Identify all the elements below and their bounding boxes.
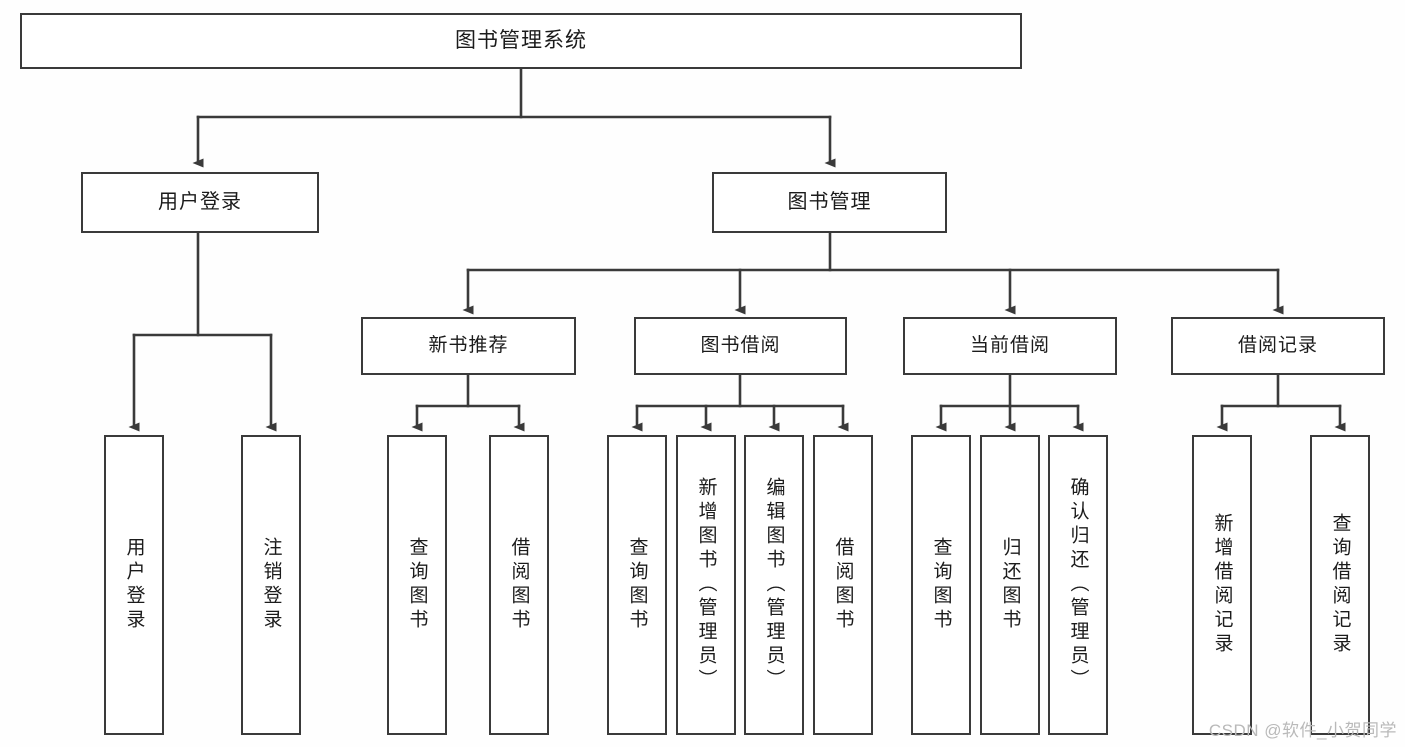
leaf-new-book-query-book[interactable]: 查询图书 [387, 435, 447, 735]
leaf-book-borrow-query-book[interactable]: 查询图书 [607, 435, 667, 735]
node-current-borrow[interactable]: 当前借阅 [903, 317, 1117, 375]
node-label: 新增借阅记录 [1211, 513, 1233, 657]
node-new-book-recommend[interactable]: 新书推荐 [361, 317, 576, 375]
node-label: 借阅图书 [832, 537, 854, 633]
node-label: 查询图书 [406, 537, 428, 633]
node-label: 新书推荐 [428, 335, 509, 357]
node-label: 图书借阅 [700, 335, 781, 357]
node-label: 借阅记录 [1237, 335, 1318, 357]
node-label: 编辑图书（管理员） [763, 477, 785, 693]
leaf-book-borrow-borrow-book[interactable]: 借阅图书 [813, 435, 873, 735]
node-label: 归还图书 [999, 537, 1021, 633]
node-book-borrow[interactable]: 图书借阅 [634, 317, 847, 375]
node-label: 用户登录 [123, 537, 145, 633]
leaf-book-borrow-edit-book-admin[interactable]: 编辑图书（管理员） [744, 435, 804, 735]
node-book-management[interactable]: 图书管理 [712, 172, 947, 233]
leaf-user-login[interactable]: 用户登录 [104, 435, 164, 735]
leaf-borrow-record-query-record[interactable]: 查询借阅记录 [1310, 435, 1370, 735]
leaf-current-borrow-query-book[interactable]: 查询图书 [911, 435, 971, 735]
csdn-watermark: CSDN @软件_小贺同学 [1208, 721, 1397, 740]
leaf-current-borrow-confirm-return-admin[interactable]: 确认归还（管理员） [1048, 435, 1108, 735]
leaf-borrow-record-add-record[interactable]: 新增借阅记录 [1192, 435, 1252, 735]
node-label: 借阅图书 [508, 537, 530, 633]
node-label: 查询借阅记录 [1329, 513, 1351, 657]
node-label: 用户登录 [158, 191, 242, 213]
node-label: 查询图书 [930, 537, 952, 633]
leaf-current-borrow-return-book[interactable]: 归还图书 [980, 435, 1040, 735]
node-label: 当前借阅 [969, 335, 1050, 357]
node-label: 新增图书（管理员） [695, 477, 717, 693]
leaf-book-borrow-add-book-admin[interactable]: 新增图书（管理员） [676, 435, 736, 735]
node-label: 确认归还（管理员） [1067, 477, 1089, 693]
node-borrow-record[interactable]: 借阅记录 [1171, 317, 1385, 375]
node-user-login[interactable]: 用户登录 [81, 172, 319, 233]
node-label: 查询图书 [626, 537, 648, 633]
node-label: 注销登录 [260, 537, 282, 633]
node-label: 图书管理系统 [455, 28, 587, 52]
leaf-logout[interactable]: 注销登录 [241, 435, 301, 735]
leaf-new-book-borrow-book[interactable]: 借阅图书 [489, 435, 549, 735]
node-label: 图书管理 [787, 191, 872, 213]
node-root-book-management-system[interactable]: 图书管理系统 [20, 13, 1022, 69]
